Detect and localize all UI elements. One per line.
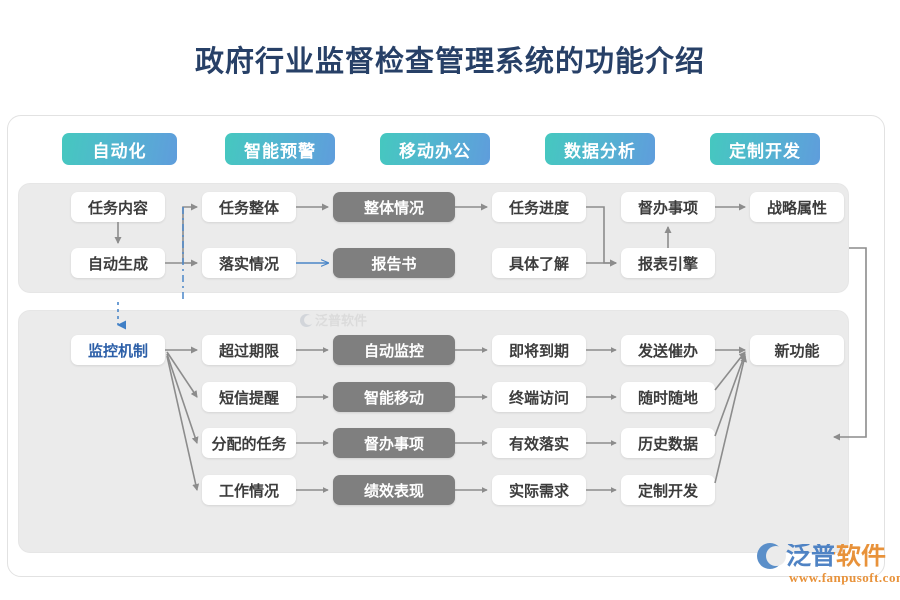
flow-node[interactable]: 战略属性 bbox=[750, 192, 844, 222]
brand-logo: 泛普软件 www.fanpusoft.com bbox=[757, 541, 900, 585]
feature-badge[interactable]: 数据分析 bbox=[545, 133, 655, 165]
fanpu-swoosh-icon bbox=[300, 314, 314, 327]
watermark-logo: 泛普软件 bbox=[300, 314, 367, 327]
flow-node[interactable]: 自动生成 bbox=[71, 248, 165, 278]
feature-badge[interactable]: 定制开发 bbox=[710, 133, 820, 165]
watermark-wordmark: 泛普软件 bbox=[315, 313, 368, 328]
brand-wordmark: 泛普软件 bbox=[786, 541, 887, 570]
flow-node[interactable]: 即将到期 bbox=[492, 335, 586, 365]
flow-node[interactable]: 发送催办 bbox=[621, 335, 715, 365]
flow-node[interactable]: 报表引擎 bbox=[621, 248, 715, 278]
flow-node[interactable]: 具体了解 bbox=[492, 248, 586, 278]
flow-node[interactable]: 绩效表现 bbox=[333, 475, 455, 505]
flow-node[interactable]: 任务内容 bbox=[71, 192, 165, 222]
feature-badge[interactable]: 移动办公 bbox=[380, 133, 490, 165]
flow-node[interactable]: 监控机制 bbox=[71, 335, 165, 365]
flow-node[interactable]: 落实情况 bbox=[202, 248, 296, 278]
flow-node[interactable]: 督办事项 bbox=[333, 428, 455, 458]
flow-node[interactable]: 自动监控 bbox=[333, 335, 455, 365]
flow-node[interactable]: 短信提醒 bbox=[202, 382, 296, 412]
flow-node[interactable]: 任务进度 bbox=[492, 192, 586, 222]
flow-node[interactable]: 实际需求 bbox=[492, 475, 586, 505]
feature-badge[interactable]: 智能预警 bbox=[225, 133, 335, 165]
flow-node[interactable]: 整体情况 bbox=[333, 192, 455, 222]
flow-node[interactable]: 新功能 bbox=[750, 335, 844, 365]
flow-node[interactable]: 工作情况 bbox=[202, 475, 296, 505]
flow-node[interactable]: 分配的任务 bbox=[202, 428, 296, 458]
fanpu-swoosh-icon bbox=[757, 543, 786, 569]
flow-node[interactable]: 终端访问 bbox=[492, 382, 586, 412]
brand-url: www.fanpusoft.com bbox=[789, 570, 900, 585]
flow-node[interactable]: 报告书 bbox=[333, 248, 455, 278]
flow-node[interactable]: 定制开发 bbox=[621, 475, 715, 505]
flow-node[interactable]: 超过期限 bbox=[202, 335, 296, 365]
flow-node[interactable]: 历史数据 bbox=[621, 428, 715, 458]
flow-node[interactable]: 督办事项 bbox=[621, 192, 715, 222]
flow-node[interactable]: 任务整体 bbox=[202, 192, 296, 222]
flow-node[interactable]: 有效落实 bbox=[492, 428, 586, 458]
page-title: 政府行业监督检查管理系统的功能介绍 bbox=[194, 46, 705, 78]
flow-node[interactable]: 智能移动 bbox=[333, 382, 455, 412]
feature-badge[interactable]: 自动化 bbox=[62, 133, 177, 165]
flow-node[interactable]: 随时随地 bbox=[621, 382, 715, 412]
